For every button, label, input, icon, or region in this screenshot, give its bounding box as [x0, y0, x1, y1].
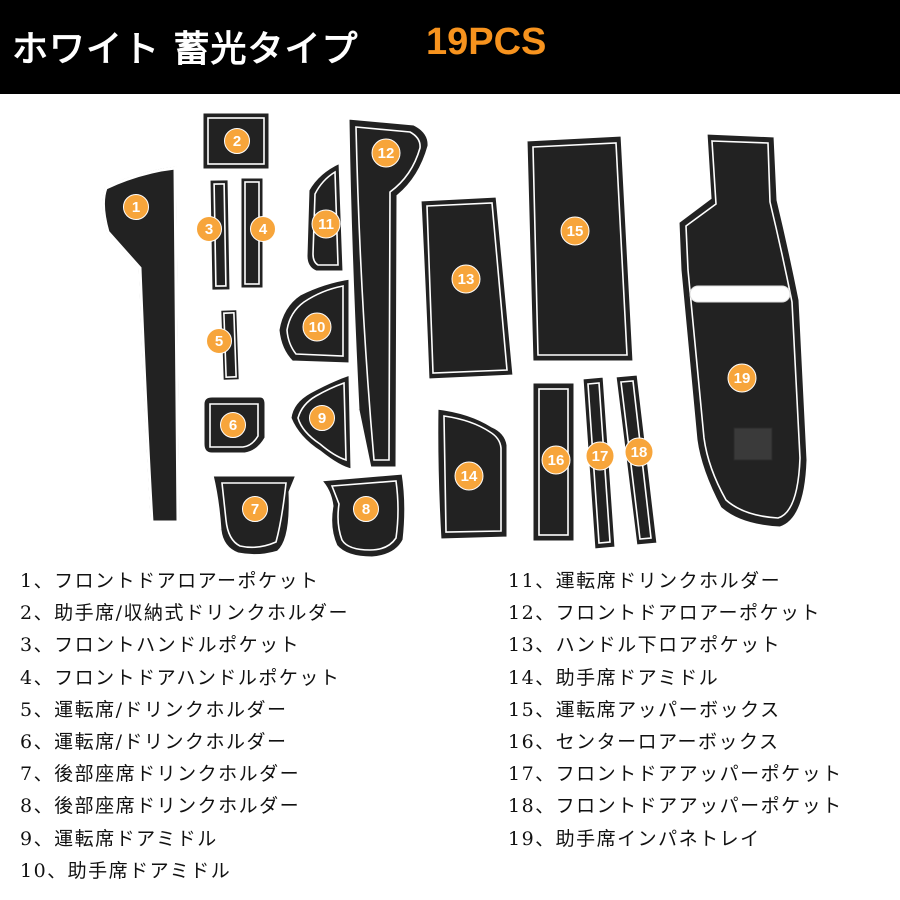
badge-13: 13: [451, 264, 481, 294]
badge-9: 9: [309, 405, 335, 431]
legend-left: 1、フロントドアロアーポケット 2、助手席/収納式ドリンクホルダー 3、フロント…: [20, 565, 349, 887]
badge-3: 3: [196, 216, 222, 242]
badge-circle: [371, 138, 401, 168]
badge-19-label: 19: [734, 370, 751, 387]
badge-circle: [454, 461, 484, 491]
legend-item: 1、フロントドアロアーポケット: [20, 570, 320, 592]
badge-12-label: 12: [378, 145, 395, 162]
mat-15: [524, 133, 636, 364]
badge-5-label: 5: [215, 333, 223, 350]
badge-circle: [585, 441, 615, 471]
legend-item: 10、助手席ドアミドル: [20, 859, 232, 882]
badge-11: 11: [311, 209, 341, 239]
badge-6-label: 6: [229, 417, 237, 434]
badge-16-label: 16: [548, 452, 565, 469]
legend-item: 14、助手席ドアミドル: [508, 666, 720, 689]
legend-item: 7、後部座席ドリンクホルダー: [20, 763, 301, 786]
badge-circle: [624, 437, 654, 467]
banner-title: ホワイト 蓄光タイプ: [12, 29, 359, 70]
title-banner: ホワイト 蓄光タイプ 19PCS: [0, 0, 900, 94]
mat-12: [346, 116, 431, 470]
badge-2: 2: [224, 128, 250, 154]
badge-circle: [123, 194, 149, 220]
badge-7: 7: [242, 496, 268, 522]
badge-9-label: 9: [318, 410, 326, 427]
badge-4-label: 4: [259, 221, 268, 238]
badge-circle: [242, 496, 268, 522]
badge-19: 19: [727, 363, 757, 393]
legend-item: 19、助手席インパネトレイ: [508, 827, 761, 850]
badge-circle: [727, 363, 757, 393]
badge-16: 16: [541, 445, 571, 475]
badge-6: 6: [220, 412, 246, 438]
badge-circle: [196, 216, 222, 242]
legend-item: 3、フロントハンドルポケット: [20, 634, 301, 657]
badge-14-label: 14: [461, 468, 478, 485]
legend-item: 5、運転席/ドリンクホルダー: [20, 698, 288, 721]
legend-item: 8、後部座席ドリンクホルダー: [20, 795, 301, 818]
badge-15: 15: [560, 216, 590, 246]
badge-18: 18: [624, 437, 654, 467]
badge-13-label: 13: [458, 271, 475, 288]
badge-11-label: 11: [318, 216, 334, 233]
badge-18-label: 18: [631, 444, 648, 461]
product-figure: 1 2 3 4 5 6 7 8 9 10 11 12 13 14 15 16 1…: [101, 110, 810, 560]
badge-7-label: 7: [251, 501, 259, 518]
badge-5: 5: [206, 328, 232, 354]
mat-1: [101, 166, 180, 524]
legend-item: 4、フロントドアハンドルポケット: [20, 666, 341, 689]
badge-10-label: 10: [309, 319, 326, 336]
mat-19: [676, 131, 810, 530]
badge-1: 1: [123, 194, 149, 220]
badge-10: 10: [302, 312, 332, 342]
badge-circle: [206, 328, 232, 354]
badge-8-label: 8: [362, 501, 370, 518]
legend-item: 17、フロントドアアッパーポケット: [508, 763, 843, 786]
legend-item: 13、ハンドル下ロアポケット: [508, 634, 782, 657]
badge-17: 17: [585, 441, 615, 471]
badge-3-label: 3: [205, 221, 213, 238]
mat-2: [200, 110, 272, 172]
badge-circle: [224, 128, 250, 154]
legend-item: 2、助手席/収納式ドリンクホルダー: [20, 602, 349, 625]
legend-item: 16、センターロアーボックス: [508, 730, 780, 753]
badge-circle: [302, 312, 332, 342]
badge-1-label: 1: [132, 199, 140, 216]
badge-circle: [311, 209, 341, 239]
legend-right: 11、運転席ドリンクホルダー 12、フロントドアロアーポケット 13、ハンドル下…: [508, 565, 843, 855]
badge-8: 8: [353, 496, 379, 522]
piece-count: 19PCS: [426, 21, 547, 63]
legend-item: 6、運転席/ドリンクホルダー: [20, 730, 288, 753]
badge-17-label: 17: [592, 448, 609, 465]
badge-4: 4: [250, 216, 276, 242]
legend-item: 18、フロントドアアッパーポケット: [508, 795, 843, 818]
badge-circle: [309, 405, 335, 431]
badge-circle: [560, 216, 590, 246]
badge-circle: [353, 496, 379, 522]
badge-circle: [541, 445, 571, 475]
badge-15-label: 15: [567, 223, 584, 240]
badge-14: 14: [454, 461, 484, 491]
badge-circle: [451, 264, 481, 294]
badge-12: 12: [371, 138, 401, 168]
legend-item: 11、運転席ドリンクホルダー: [508, 570, 782, 592]
legend-item: 9、運転席ドアミドル: [20, 827, 218, 850]
badge-circle: [220, 412, 246, 438]
legend-item: 12、フロントドアロアーポケット: [508, 602, 822, 625]
legend-item: 15、運転席アッパーボックス: [508, 698, 781, 721]
badge-circle: [250, 216, 276, 242]
badge-2-label: 2: [233, 133, 241, 150]
